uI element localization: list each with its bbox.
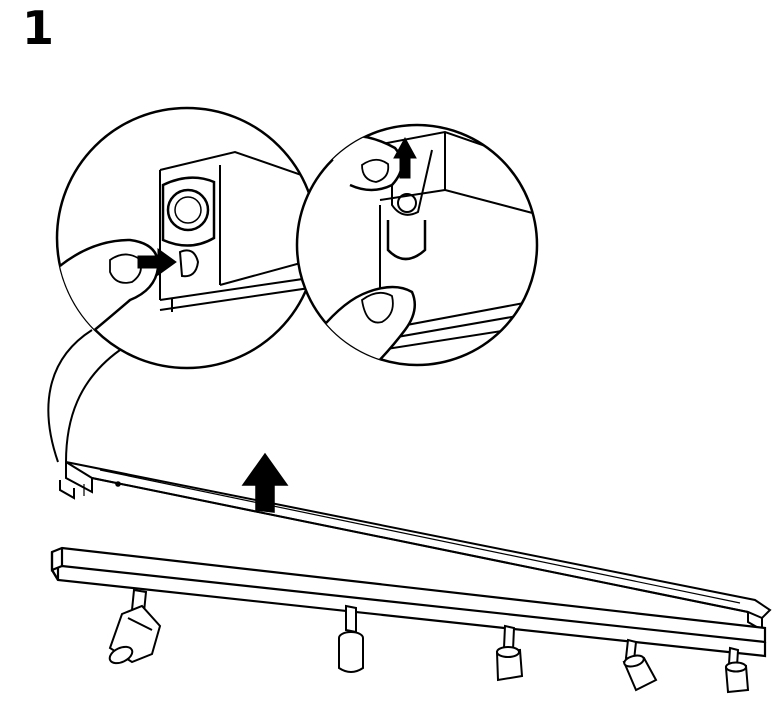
light-track bbox=[52, 548, 765, 656]
callout-leader bbox=[48, 330, 120, 462]
release-button-detail bbox=[55, 108, 330, 368]
spotlight bbox=[497, 626, 522, 680]
push-arrow-icon bbox=[138, 249, 176, 275]
step-number: 1 bbox=[22, 1, 55, 55]
lift-arrow-icon bbox=[394, 138, 416, 178]
spotlight bbox=[623, 640, 656, 690]
round-lens bbox=[168, 190, 208, 230]
spotlight bbox=[107, 590, 160, 666]
mounting-rail bbox=[60, 462, 770, 630]
clip-release-detail bbox=[297, 125, 540, 370]
spotlight bbox=[339, 606, 363, 672]
release-button bbox=[180, 250, 198, 276]
remove-up-arrow-icon bbox=[243, 454, 287, 512]
spotlight bbox=[726, 648, 748, 692]
